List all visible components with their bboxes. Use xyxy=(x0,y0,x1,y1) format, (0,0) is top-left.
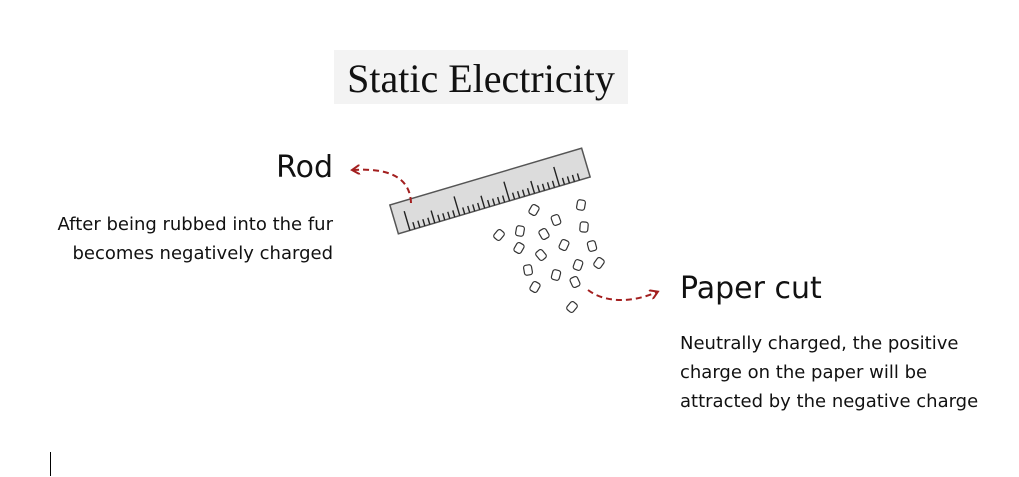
paper-piece xyxy=(529,280,541,294)
paper-cut-arrow xyxy=(587,289,657,301)
ruler-tick xyxy=(491,198,496,206)
ruler-tick xyxy=(452,210,456,218)
ruler-tick xyxy=(417,220,421,228)
ruler-tick xyxy=(427,217,431,225)
paper-cut-description: Neutrally charged, the positive charge o… xyxy=(680,333,979,421)
ruler-tick xyxy=(496,196,501,204)
ruler-tick xyxy=(576,173,581,181)
paper-piece xyxy=(575,199,587,211)
paper-piece xyxy=(569,276,581,288)
ruler-tick xyxy=(447,211,451,219)
ruler-tick xyxy=(541,183,546,191)
paper-piece xyxy=(572,259,584,271)
ruler-tick xyxy=(486,199,491,207)
ruler-tick xyxy=(566,176,571,184)
ruler-tick xyxy=(477,202,481,210)
text-cursor xyxy=(50,452,51,476)
ruler-tick xyxy=(553,166,561,187)
ruler-tick xyxy=(511,192,516,200)
ruler-tick xyxy=(501,195,506,203)
paper-cut-label: Paper cut xyxy=(680,271,822,306)
ruler-tick xyxy=(526,188,531,196)
ruler-tick xyxy=(503,181,511,202)
rod-label: Rod xyxy=(276,150,333,185)
ruler-tick xyxy=(472,204,476,212)
ruler-tick xyxy=(462,207,466,215)
ruler-ticks xyxy=(403,166,581,231)
ruler-tick xyxy=(442,213,446,221)
ruler-tick xyxy=(422,219,426,227)
paper-piece xyxy=(493,229,505,241)
rod-arrow xyxy=(353,170,412,204)
paper-piece xyxy=(558,239,570,251)
paper-piece xyxy=(535,249,547,261)
paper-piece xyxy=(550,214,562,226)
ruler-tick xyxy=(521,189,526,197)
paper-piece xyxy=(513,241,525,255)
ruler-tick xyxy=(530,180,536,194)
ruler-tick xyxy=(467,205,471,213)
ruler-tick xyxy=(403,211,411,231)
rod-description: After being rubbed into the fur becomes … xyxy=(57,214,334,264)
paper-piece xyxy=(593,256,605,270)
paper-piece xyxy=(528,203,540,217)
paper-piece xyxy=(522,264,534,276)
ruler-tick xyxy=(516,190,521,199)
ruler-tick xyxy=(561,177,566,185)
ruler-tick xyxy=(536,185,541,193)
title-box: Static Electricity xyxy=(334,50,628,104)
paper-piece xyxy=(538,227,550,241)
ruler-tick xyxy=(437,214,441,222)
ruler-tick xyxy=(430,210,436,224)
ruler-tick xyxy=(412,221,416,230)
ruler-tick xyxy=(546,182,551,190)
ruler-tick xyxy=(551,180,556,188)
paper-piece xyxy=(550,269,562,281)
paper-piece xyxy=(579,221,589,233)
ruler-rod xyxy=(388,147,592,235)
paper-cuts xyxy=(493,199,605,313)
page-title: Static Electricity xyxy=(347,56,615,101)
paper-piece xyxy=(514,225,526,237)
paper-piece xyxy=(566,301,578,313)
ruler-tick xyxy=(453,196,461,216)
ruler-tick xyxy=(571,174,576,182)
ruler-tick xyxy=(480,195,486,209)
paper-piece xyxy=(586,240,598,252)
